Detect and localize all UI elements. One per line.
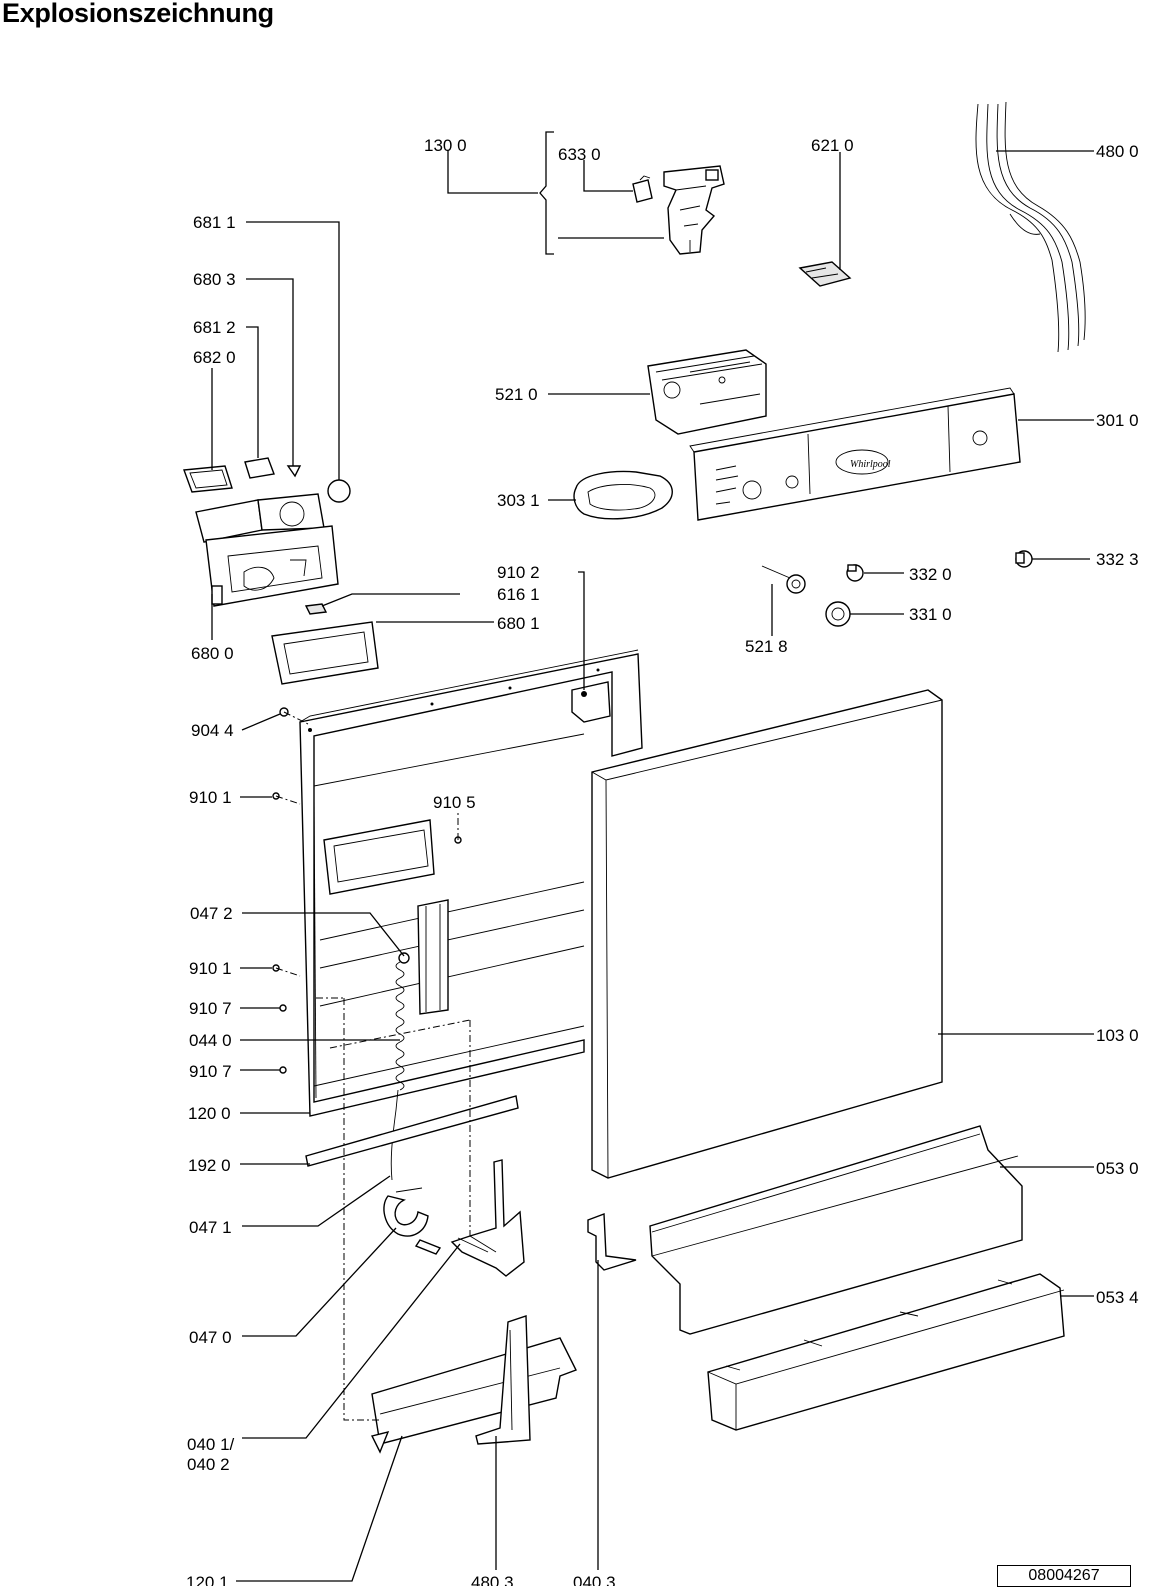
label-680-3: 680 3	[193, 270, 236, 289]
label-521-8: 521 8	[745, 637, 788, 656]
label-192-0: 192 0	[188, 1156, 231, 1175]
assembly-lines	[275, 711, 471, 1421]
label-047-1: 047 1	[189, 1218, 232, 1237]
label-301-0: 301 0	[1096, 411, 1139, 430]
label-053-0: 053 0	[1096, 1159, 1139, 1178]
label-904-4: 904 4	[191, 721, 234, 740]
label-910-1-lower: 910 1	[189, 959, 232, 978]
knobs-and-buttons	[761, 550, 1033, 627]
label-521-0: 521 0	[495, 385, 538, 404]
label-332-0: 332 0	[909, 565, 952, 584]
label-040-2: 040 2	[187, 1455, 230, 1474]
kick-plate-panel	[649, 1125, 1023, 1335]
label-910-1-upper: 910 1	[189, 788, 232, 807]
outer-door-panel	[591, 689, 943, 1179]
label-130-0: 130 0	[424, 136, 467, 155]
side-bracket	[475, 1315, 531, 1445]
label-480-3: 480 3	[471, 1573, 514, 1586]
spring-hook	[383, 1187, 442, 1255]
electronic-module	[647, 349, 767, 435]
document-number: 08004267	[1028, 1567, 1100, 1584]
label-303-1: 303 1	[497, 491, 540, 510]
label-332-3: 332 3	[1096, 550, 1139, 569]
label-681-2: 681 2	[193, 318, 236, 337]
label-680-0: 680 0	[191, 644, 234, 663]
label-480-0: 480 0	[1096, 142, 1139, 161]
label-120-1: 120 1	[186, 1573, 229, 1586]
document-number-box: 08004267	[997, 1565, 1131, 1587]
label-910-7-lower: 910 7	[189, 1062, 232, 1081]
label-633-0: 633 0	[558, 145, 601, 164]
label-910-2: 910 2	[497, 563, 540, 582]
door-handle	[573, 470, 673, 520]
label-682-0: 682 0	[193, 348, 236, 367]
label-616-1: 616 1	[497, 585, 540, 604]
brand-logo: Whirlpool	[850, 459, 891, 470]
label-040-1: 040 1/	[187, 1435, 235, 1454]
wiring-harness	[975, 101, 1086, 353]
label-910-7-upper: 910 7	[189, 999, 232, 1018]
control-panel: Whirlpool	[689, 387, 1021, 521]
bottom-rail	[370, 1337, 577, 1454]
label-910-5: 910 5	[433, 793, 476, 812]
label-040-3: 040 3	[573, 1573, 616, 1586]
leader-lines	[211, 131, 1094, 1582]
label-053-4: 053 4	[1096, 1288, 1139, 1307]
detergent-dispenser	[183, 457, 351, 607]
label-331-0: 331 0	[909, 605, 952, 624]
hinge-bracket	[450, 1159, 525, 1277]
door-spring	[390, 952, 410, 1181]
label-047-0: 047 0	[189, 1328, 232, 1347]
dispenser-gasket	[271, 621, 379, 685]
lower-cover	[707, 1273, 1065, 1431]
label-047-2: 047 2	[190, 904, 233, 923]
label-120-0: 120 0	[188, 1104, 231, 1123]
label-103-0: 103 0	[1096, 1026, 1139, 1045]
clip-part	[304, 603, 328, 615]
switch-part	[798, 261, 852, 287]
small-bracket	[587, 1213, 637, 1271]
door-latch-assembly	[632, 165, 725, 255]
label-681-1: 681 1	[193, 213, 236, 232]
bottom-seal-strip	[305, 1095, 519, 1167]
inner-door-liner	[299, 649, 643, 1117]
page-title: Explosionszeichnung	[2, 0, 274, 28]
part-number-labels: 130 0 633 0 621 0 480 0 681 1 680 3 681 …	[186, 136, 1139, 1586]
label-621-0: 621 0	[811, 136, 854, 155]
label-044-0: 044 0	[189, 1031, 232, 1050]
label-680-1: 680 1	[497, 614, 540, 633]
